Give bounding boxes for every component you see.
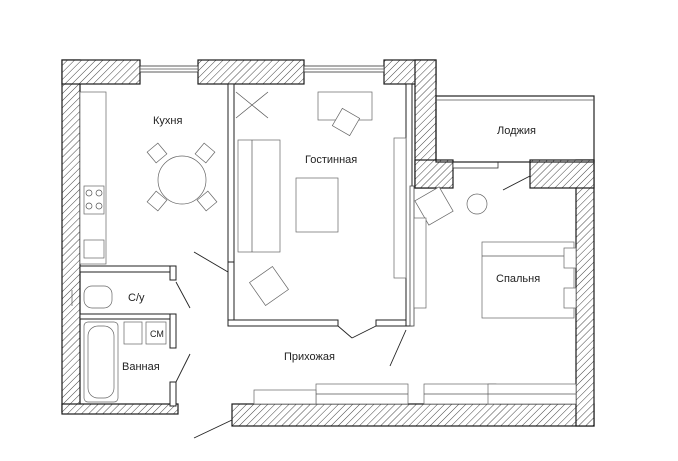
label-kitchen: Кухня xyxy=(153,115,182,127)
exterior-walls xyxy=(61,59,595,427)
hall-furniture xyxy=(253,383,577,405)
label-bath: Ванная xyxy=(122,361,160,373)
room-labels: Кухня Гостинная Лоджия Спальня С/у Ванна… xyxy=(122,115,540,373)
label-washer: СМ xyxy=(150,329,164,339)
label-loggia: Лоджия xyxy=(497,125,536,137)
bedroom-furniture xyxy=(413,186,577,319)
living-furniture xyxy=(235,91,407,306)
label-wc: С/у xyxy=(128,292,145,304)
loggia-outline xyxy=(435,95,595,163)
bath-furniture xyxy=(71,285,167,403)
interior-walls xyxy=(79,83,415,407)
label-bedroom: Спальня xyxy=(496,273,540,285)
label-hall: Прихожая xyxy=(284,351,335,363)
label-living: Гостинная xyxy=(305,154,357,166)
doors xyxy=(175,175,531,439)
windows xyxy=(139,65,499,169)
kitchen-furniture xyxy=(79,91,218,265)
